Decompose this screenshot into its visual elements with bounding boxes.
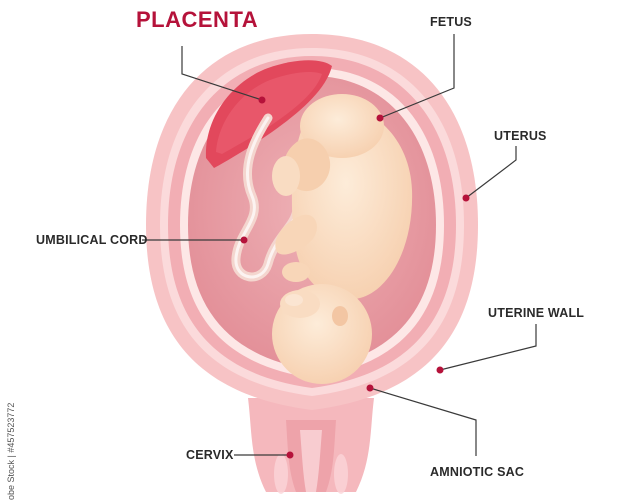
uterus-dot: [463, 195, 470, 202]
label-amniotic-sac: AMNIOTIC SAC: [430, 465, 524, 479]
label-umbilical-cord: UMBILICAL CORD: [36, 233, 148, 247]
cervix-shape: [248, 398, 374, 494]
uterine-wall-dot: [437, 367, 444, 374]
label-uterus: UTERUS: [494, 129, 547, 143]
cervix-dot: [287, 452, 294, 459]
label-cervix: CERVIX: [186, 448, 234, 462]
uterine-wall-leader: [440, 324, 536, 370]
label-fetus: FETUS: [430, 15, 472, 29]
amniotic-sac-dot: [367, 385, 374, 392]
label-placenta: PLACENTA: [136, 7, 258, 32]
umbilical-cord-dot: [241, 237, 248, 244]
label-uterine-wall: UTERINE WALL: [488, 306, 584, 320]
placenta-dot: [259, 97, 266, 104]
fetus-dot: [377, 115, 384, 122]
stock-credit: obe Stock | #457523772: [6, 403, 16, 500]
amniotic-sac-leader: [370, 388, 476, 456]
